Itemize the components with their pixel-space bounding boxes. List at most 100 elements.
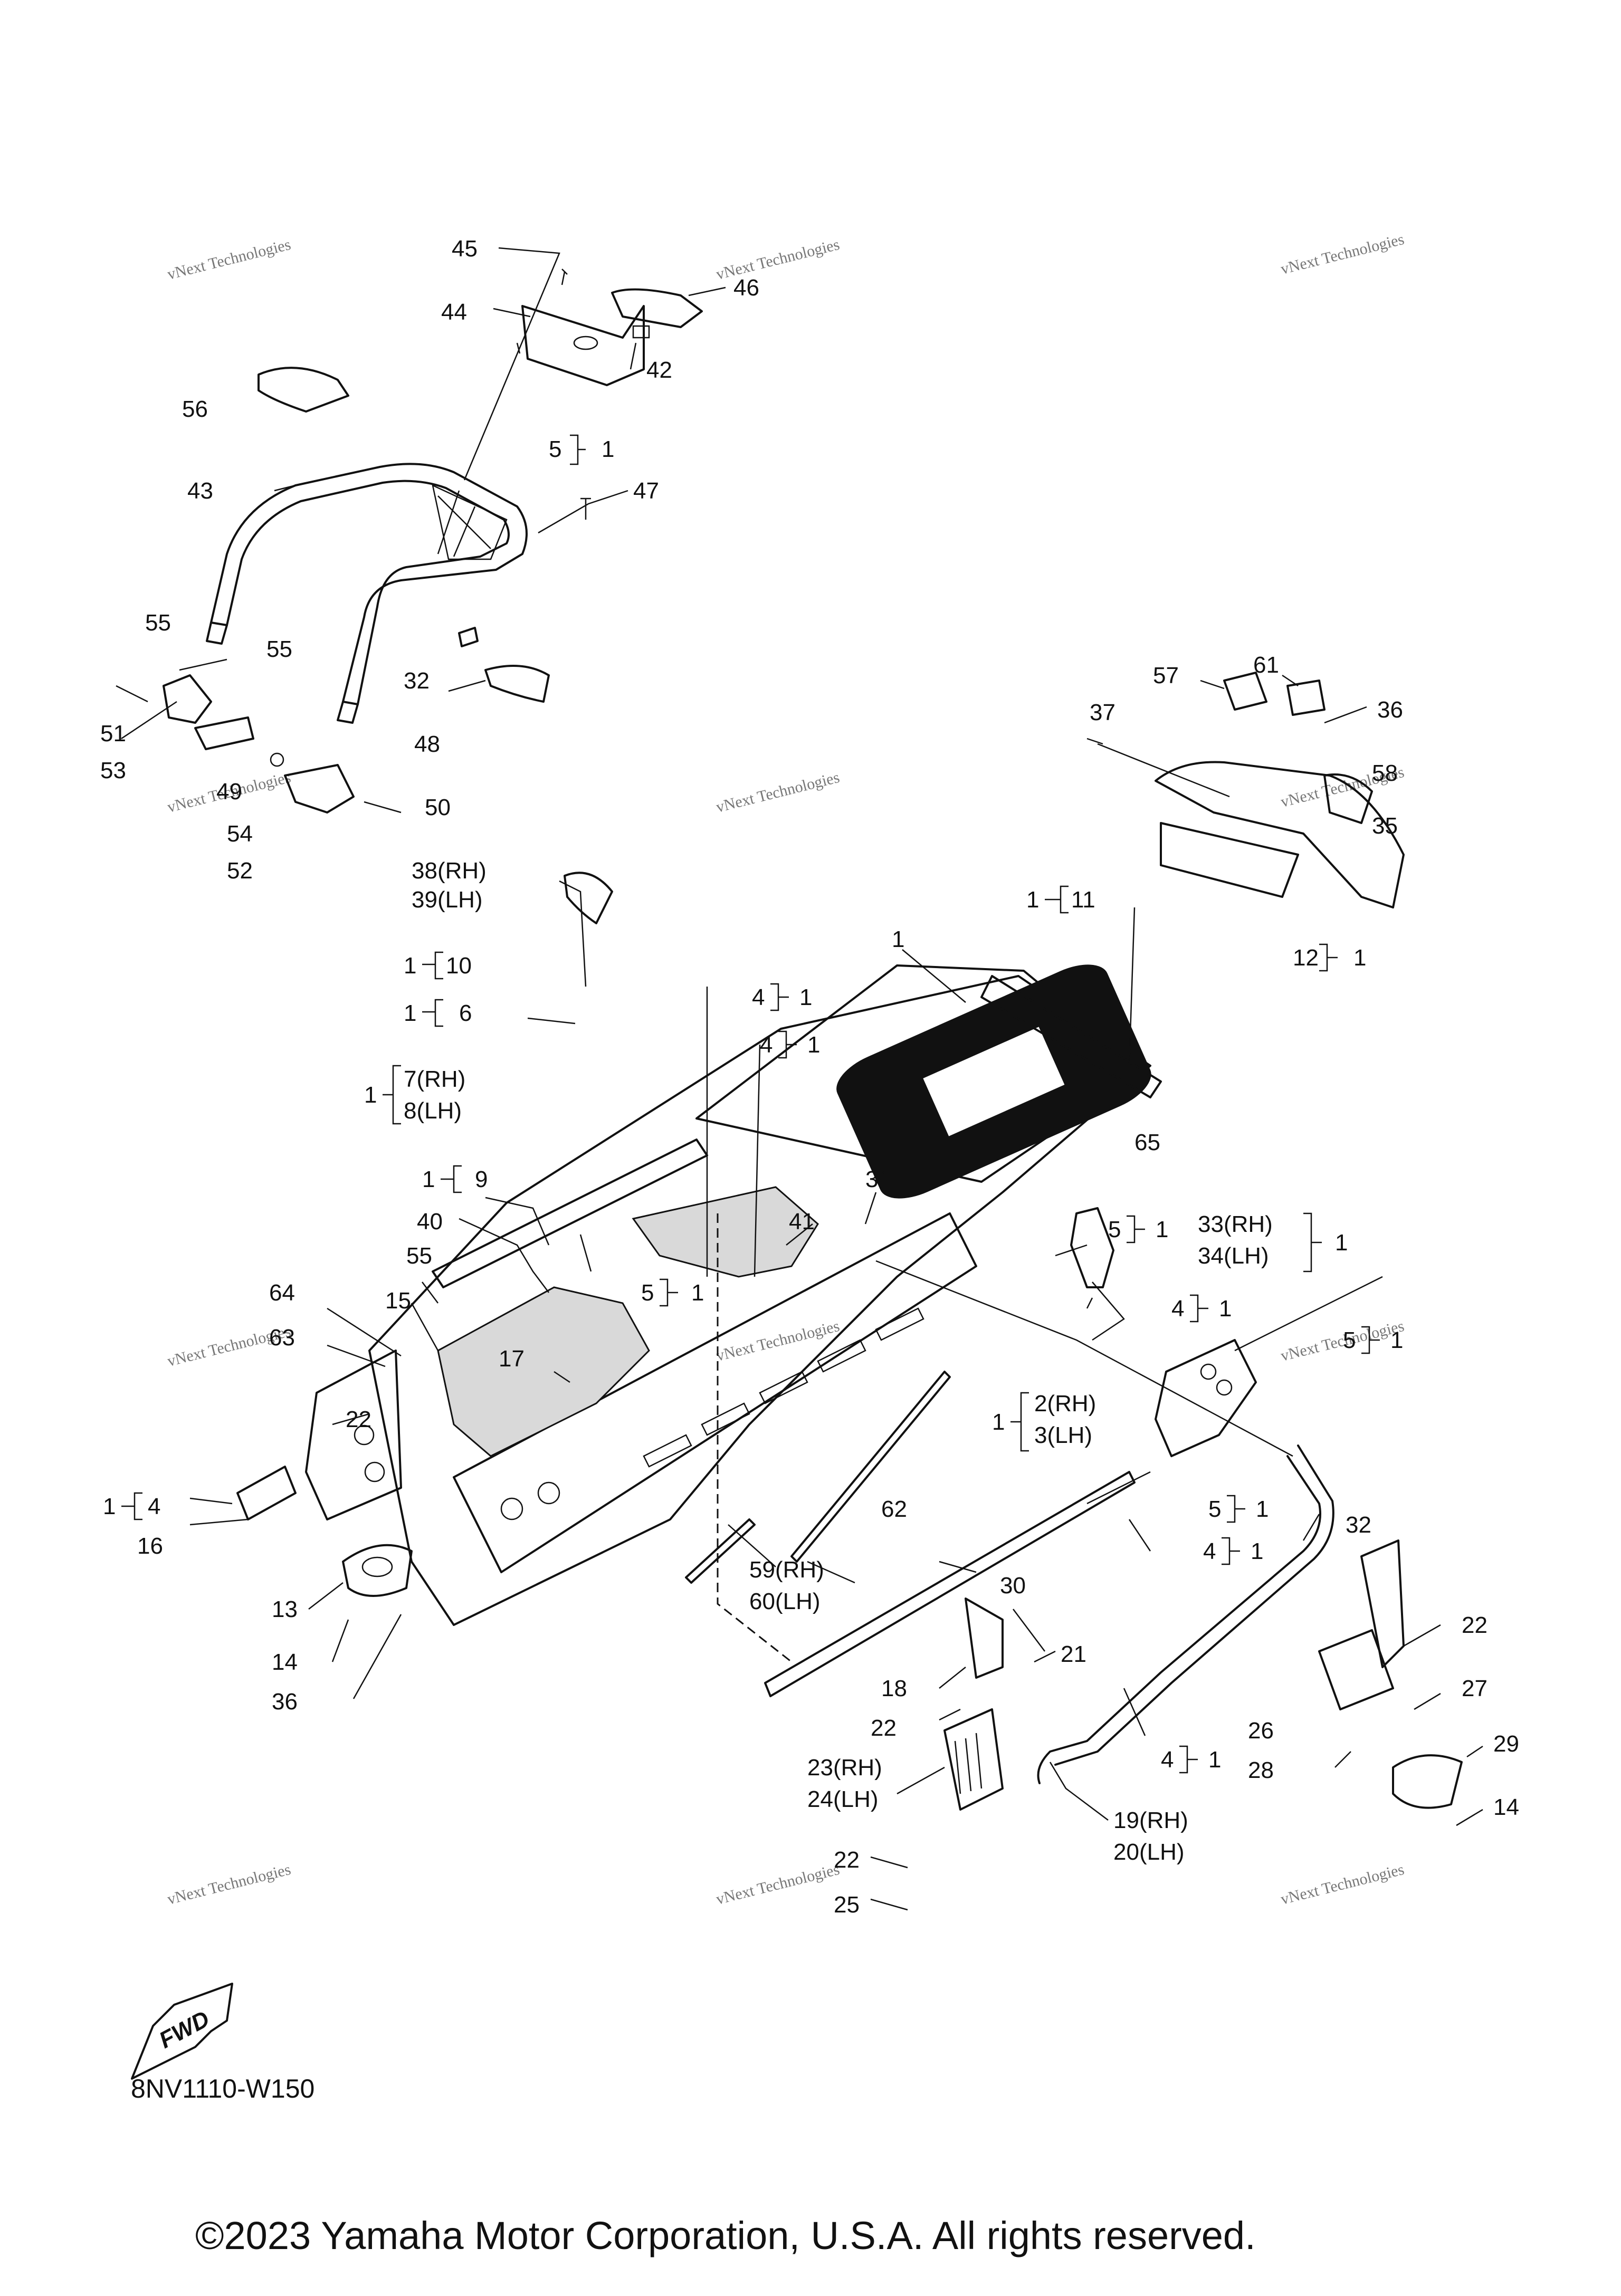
leader-line	[1234, 1276, 1383, 1352]
rear-bumper	[1155, 761, 1405, 908]
leader-line	[308, 1582, 344, 1610]
leader-line	[559, 880, 587, 987]
callout-part-number: 6	[459, 1000, 472, 1026]
rivet-37	[1086, 738, 1103, 745]
leader-line	[939, 1667, 966, 1689]
callout-26: 26	[1248, 1718, 1274, 1744]
leader-line	[1049, 1762, 1109, 1821]
mount-hole	[1216, 1379, 1233, 1396]
callout-qty: 1	[799, 984, 812, 1010]
callout-43: 43	[187, 478, 213, 504]
vent-slot	[817, 1339, 866, 1373]
leader-line	[1282, 674, 1299, 687]
watermark: vNext Technologies	[166, 236, 293, 283]
clip-32	[458, 627, 479, 647]
tunnel-mat-41	[632, 1186, 819, 1278]
leader-line	[327, 1344, 386, 1367]
callout-line: 59(RH)	[749, 1557, 824, 1583]
callout-part-number: 4	[1171, 1296, 1184, 1322]
callout-part-number: 11	[1071, 887, 1095, 913]
svg-text:vNext Technologies: vNext Technologies	[714, 1861, 842, 1908]
watermark: vNext Technologies	[166, 1861, 293, 1908]
callout-54: 54	[227, 821, 253, 847]
callout-10: 1 10	[404, 951, 472, 980]
leader-line	[1200, 680, 1225, 690]
leader-line	[538, 490, 628, 534]
leader-line	[579, 1234, 592, 1272]
callout-32: 32	[1346, 1512, 1371, 1538]
callout-36: 36	[1377, 697, 1403, 723]
step-13	[342, 1544, 413, 1597]
bracket-18	[965, 1597, 1004, 1679]
svg-text:vNext Technologies: vNext Technologies	[166, 236, 293, 283]
callout-qty: 1	[1335, 1230, 1348, 1256]
callout-22: 22	[834, 1847, 860, 1873]
callout-56: 56	[182, 396, 208, 422]
tunnel-deck-window	[836, 964, 1151, 1199]
callout-line: 60(LH)	[749, 1589, 821, 1614]
svg-text:vNext Technologies: vNext Technologies	[1279, 231, 1406, 278]
callout-32: 32	[404, 668, 430, 694]
callout-64: 64	[269, 1280, 295, 1306]
callout-9: 1 9	[422, 1165, 488, 1193]
vent-slot	[643, 1434, 692, 1468]
leader-line	[121, 701, 177, 740]
fwd-label: FWD	[155, 2006, 214, 2053]
callout-qty: 1	[422, 1166, 435, 1192]
callout-35: 35	[1372, 813, 1398, 839]
watermark: vNext Technologies	[1279, 231, 1406, 278]
running-board-62	[790, 1371, 951, 1563]
bracket-16	[236, 1466, 297, 1520]
callout-19-20: 19(RH) 20(LH)	[1113, 1807, 1188, 1865]
callout-55: 55	[406, 1243, 432, 1269]
leader-line	[728, 1524, 776, 1567]
diagram-code: 8NV1110-W150	[131, 2074, 315, 2103]
callout-line: 39(LH)	[412, 887, 483, 913]
vent-slot	[701, 1402, 750, 1436]
leader-line	[448, 680, 486, 692]
callout-18: 18	[881, 1676, 907, 1701]
fwd-arrow-shape	[131, 1983, 233, 2080]
callout-4-c: 4 1	[1171, 1294, 1232, 1323]
screw-5-rack	[516, 342, 521, 354]
decal-61	[1286, 680, 1326, 716]
callout-16: 16	[137, 1533, 163, 1559]
mud-flap	[564, 872, 613, 924]
callout-40: 40	[417, 1209, 443, 1235]
plate-26	[1318, 1629, 1394, 1710]
running-board-59	[685, 1518, 756, 1584]
callout-22: 22	[346, 1407, 371, 1432]
rack-bracket	[521, 305, 645, 386]
parts-drawing	[116, 269, 1463, 2080]
callout-49: 49	[216, 779, 242, 805]
leader-line	[939, 1708, 961, 1721]
front-end-panel	[305, 1350, 402, 1520]
callout-part-number: 5	[1208, 1496, 1221, 1522]
bolt-21	[1034, 1650, 1056, 1663]
leader-line	[332, 1413, 370, 1426]
side-bracket-33	[1070, 1207, 1114, 1288]
vent-slot	[759, 1371, 808, 1404]
callout-qty: 1	[1390, 1327, 1403, 1353]
leader-line	[1466, 1745, 1483, 1758]
mount-hole	[1200, 1363, 1217, 1380]
callout-30: 30	[1000, 1573, 1026, 1599]
callout-line: 33(RH)	[1198, 1211, 1273, 1237]
callout-qty: 1	[1026, 887, 1039, 913]
leader-line	[870, 1898, 908, 1911]
rear-grab-bar-inner	[226, 480, 510, 705]
front-end-hole	[364, 1461, 385, 1482]
leader-line	[1334, 1751, 1351, 1768]
callout-qty: 1	[364, 1082, 377, 1108]
svg-text:vNext Technologies: vNext Technologies	[714, 1317, 842, 1365]
bolt-50	[364, 801, 402, 814]
callout-15: 15	[385, 1288, 411, 1314]
leader-line	[897, 1766, 945, 1795]
callout-qty: 1	[103, 1494, 116, 1519]
leader-line	[411, 1303, 439, 1351]
callout-63: 63	[269, 1325, 295, 1351]
callout-53: 53	[100, 758, 126, 783]
leader-lines	[121, 247, 1483, 1911]
callout-1: 1	[892, 926, 904, 952]
leader-line	[1302, 1514, 1320, 1541]
